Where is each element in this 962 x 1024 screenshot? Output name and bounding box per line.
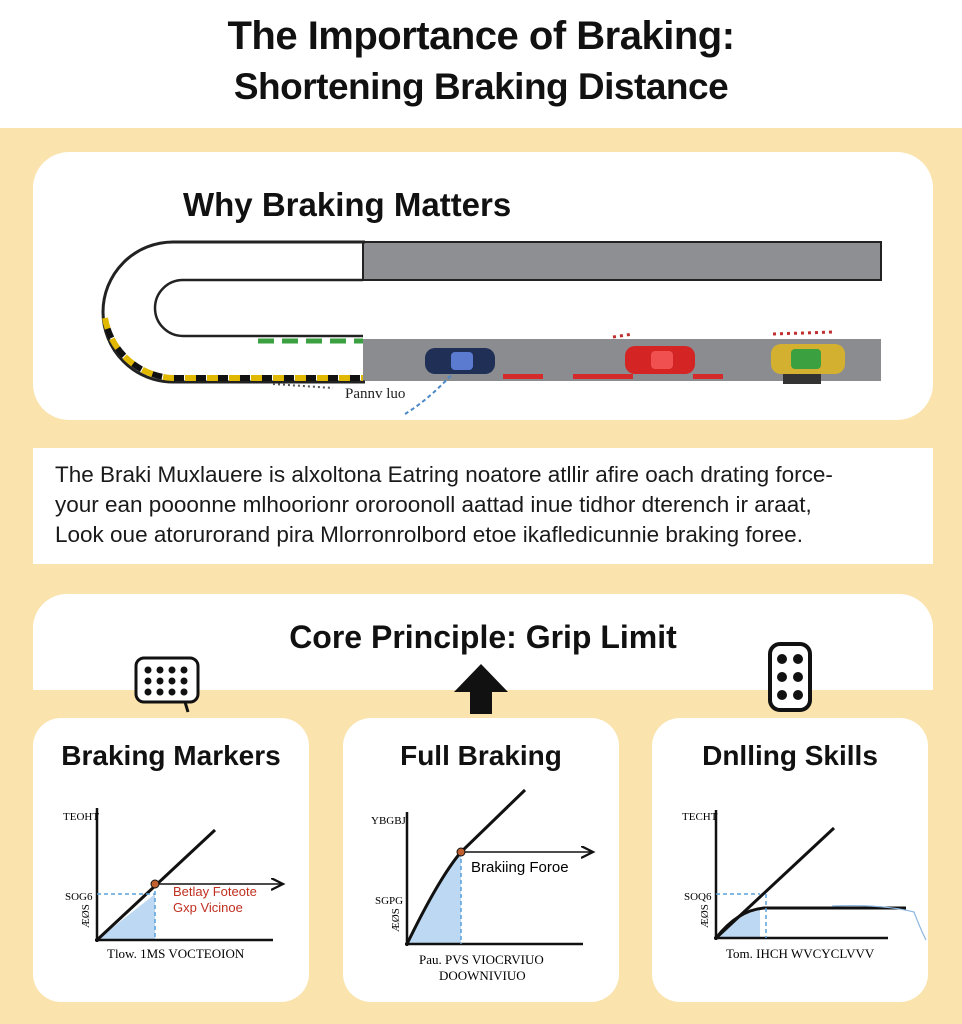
curb-stripes-yellow (102, 317, 363, 381)
y-top-label: TECHT (682, 811, 718, 823)
x-axis-label: Tom. IHCH WVCYCLVVV (726, 946, 875, 961)
core-principle-title: Core Principle: Grip Limit (289, 619, 677, 655)
grip-limit-point (150, 879, 160, 889)
x-axis-label: Tlow. 1MS VOCTEOION (107, 946, 245, 961)
grip-graph-3: TECHT SOQ6 ÆØS Tom. IHCH WVCYCLVVV (682, 810, 927, 961)
grip-graph-2: YBGBJ SGPG ÆØS Pau. PVS VIOCRVIUO DOOWNI… (371, 788, 619, 983)
annotation-1: Betlay Foteote (173, 884, 257, 899)
page-subtitle: Shortening Braking Distance (233, 66, 729, 107)
traffic-light-icon (768, 642, 812, 712)
grip-limit-point (456, 847, 466, 857)
car-blue (425, 348, 495, 374)
y-rot-label: ÆØS (699, 904, 711, 928)
hairpin-inner-edge (153, 278, 363, 338)
description-line-3: Look oue atorurorand pira Mlorronrolbord… (55, 522, 803, 547)
description-box: The Braki Muxlauere is alxoltona Eatring… (33, 448, 933, 564)
description-line-1: The Braki Muxlauere is alxoltona Eatring… (55, 462, 833, 487)
panel-title-braking-markers: Braking Markers (61, 740, 281, 771)
up-arrow-icon (454, 664, 508, 714)
y-rot-label: ÆØS (390, 908, 402, 932)
y-mid-label: SOG6 (65, 891, 93, 903)
why-braking-title: Why Braking Matters (183, 186, 512, 223)
y-top-label: TEOHT (63, 811, 99, 823)
panel-title-full-braking: Full Braking (400, 740, 562, 771)
race-track-illustration: Pannv luo (101, 240, 882, 415)
car-red (625, 346, 695, 374)
y-mid-label: SGPG (375, 895, 403, 907)
y-mid-label: SOQ6 (684, 891, 712, 903)
braking-marker-red (573, 374, 633, 379)
why-braking-card: Why Braking Matters (33, 152, 933, 420)
curb-stripes-black (102, 317, 363, 381)
annotation-1: Brakiing Foroe (471, 859, 569, 876)
header: The Importance of Braking: Shortening Br… (0, 0, 962, 128)
panel-title-drilling-skills: Dnlling Skills (702, 740, 878, 771)
x-axis-label: Pau. PVS VIOCRVIUO (419, 952, 544, 967)
description-line-2: your ean pooonne mlhoorionr ororoonoll a… (55, 492, 812, 517)
page-title: The Importance of Braking: (227, 14, 735, 58)
y-top-label: YBGBJ (371, 815, 407, 827)
hairpin-outer-edge (101, 240, 365, 384)
track-label: Pannv luo (345, 386, 405, 402)
plateau-curve (714, 906, 906, 939)
grip-graph-1: TEOHT SOG6 ÆØS Tlow. 1MS VOCTEOION Betla… (63, 808, 309, 961)
braking-markers-panel: Braking Markers TEOHT SOG6 ÆØS Tlow. 1MS… (33, 718, 309, 1002)
car-yellow (771, 344, 845, 374)
drilling-skills-panel: Dnlling Skills TECHT SOQ6 ÆØS Tom. IHCH … (652, 718, 928, 1002)
grid-panel-icon (134, 656, 200, 713)
annotation-2: Gxp Vicinoe (173, 900, 243, 915)
x-axis-label-2: DOOWNIVIUO (439, 968, 526, 983)
top-straight-road (362, 241, 882, 281)
full-braking-panel: Full Braking YBGBJ SGPG ÆØS Pau. PVS VIO… (343, 718, 619, 1002)
y-rot-label: ÆØS (80, 904, 92, 928)
